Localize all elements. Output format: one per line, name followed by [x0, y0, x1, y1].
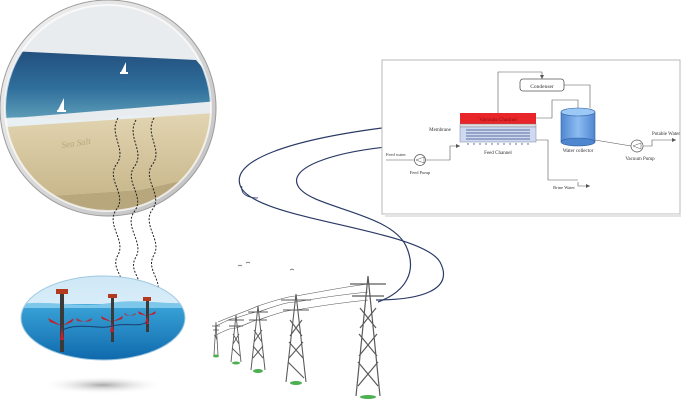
feed-channel — [459, 126, 537, 143]
oval-shadow — [41, 376, 165, 394]
feed-pump-icon — [414, 154, 426, 166]
tower-large — [281, 293, 311, 383]
tower-xlarge — [350, 275, 386, 397]
vacuum-channel-label: Vacuum Channel — [479, 117, 517, 123]
process-diagram: Condenser Vacuum Channel Membrane Feed C… — [381, 59, 681, 217]
power-cables — [238, 127, 445, 303]
turbine — [48, 289, 74, 352]
transmission-line — [212, 261, 386, 399]
brine-water-label: Brine Water — [553, 185, 575, 190]
feed-water-label: Feed water — [386, 152, 406, 157]
tower-tiny — [212, 321, 220, 356]
tower-medium — [248, 305, 268, 371]
vacuum-pump-label: Vacuum Pump — [625, 157, 655, 162]
turbine — [138, 297, 156, 332]
sailboat-icon — [120, 62, 128, 74]
condenser-label: Condenser — [530, 84, 554, 90]
vacuum-channel — [460, 113, 536, 124]
potable-water-label: Potable Water — [652, 132, 680, 137]
turbine — [101, 294, 123, 342]
vacuum-pump-icon — [630, 139, 644, 153]
sand-beach — [5, 112, 211, 200]
feed-channel-label: Feed Channel — [484, 151, 512, 156]
vapor-lines — [112, 117, 159, 291]
feed-pump-label: Feed Pump — [410, 170, 431, 175]
membrane — [459, 123, 537, 128]
membrane-label: Membrane — [429, 128, 451, 133]
tower-small — [228, 314, 244, 363]
grass — [213, 354, 376, 399]
sailboat-icon — [57, 98, 66, 112]
water-collector-label: Water collector — [563, 149, 594, 154]
offshore-turbines — [20, 275, 186, 394]
svg-text:Sea Salt: Sea Salt — [61, 136, 92, 150]
sea-surface — [5, 50, 211, 120]
water-collector-tank — [560, 107, 596, 147]
